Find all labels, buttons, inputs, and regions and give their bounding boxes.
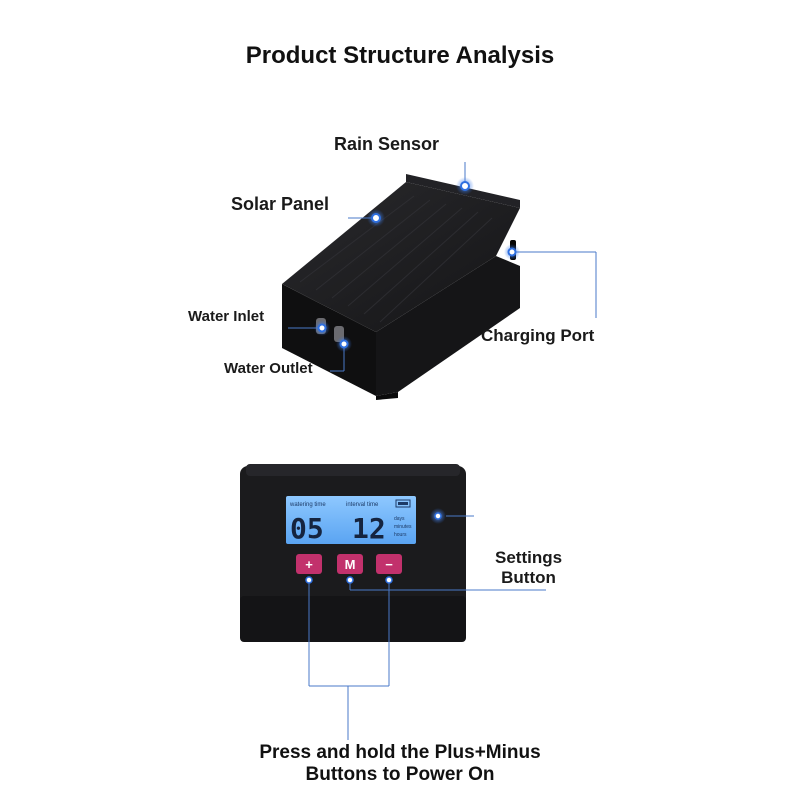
charging-port-label: Charging Port: [481, 326, 595, 345]
settings-label-line-1: Settings: [495, 548, 563, 567]
lcd-side-caption-3: hours: [394, 532, 407, 538]
plus-button-shape: [296, 554, 322, 574]
power-on-instruction: Press and hold the Plus+Minus Buttons to…: [150, 742, 650, 786]
device-left-face: [282, 284, 376, 396]
lcd-right-caption: interval time: [346, 502, 379, 508]
settings-label-line-2: Button: [501, 568, 556, 587]
settings-button-label: Settings Button: [495, 548, 562, 588]
solar-panel-surface: [282, 182, 520, 332]
solar-panel-label: Solar Panel: [231, 194, 330, 214]
lcd-side-caption-1: days: [394, 516, 405, 522]
mode-button-label[interactable]: M: [345, 557, 356, 572]
minus-button-label[interactable]: −: [385, 557, 393, 572]
pointer-dots-bottom: [305, 576, 393, 584]
device-front-face: [376, 256, 520, 396]
lcd-right-digits: 12: [352, 512, 386, 545]
minus-button-shape: [376, 554, 402, 574]
lcd-screen: [286, 496, 416, 544]
water-inlet-label: Water Inlet: [188, 308, 265, 325]
lcd-left-digits: 05: [290, 512, 324, 545]
lcd-side-caption-2: minutes: [394, 524, 412, 530]
page-title: Product Structure Analysis: [245, 42, 555, 69]
power-instruction-line-1: Press and hold the Plus+Minus: [259, 742, 541, 763]
pointer-dots-top: [314, 177, 520, 352]
rain-sensor-label: Rain Sensor: [334, 134, 440, 154]
callout-lines-bottom: [308, 515, 546, 740]
lcd-left-caption: watering time: [289, 502, 326, 508]
device-front-view: [240, 464, 466, 642]
plus-button-label[interactable]: +: [305, 557, 313, 572]
water-outlet-label: Water Outlet: [224, 360, 313, 377]
power-instruction-line-2: Buttons to Power On: [305, 764, 495, 785]
mode-button-shape: [337, 554, 363, 574]
device-top-view: [282, 174, 520, 400]
